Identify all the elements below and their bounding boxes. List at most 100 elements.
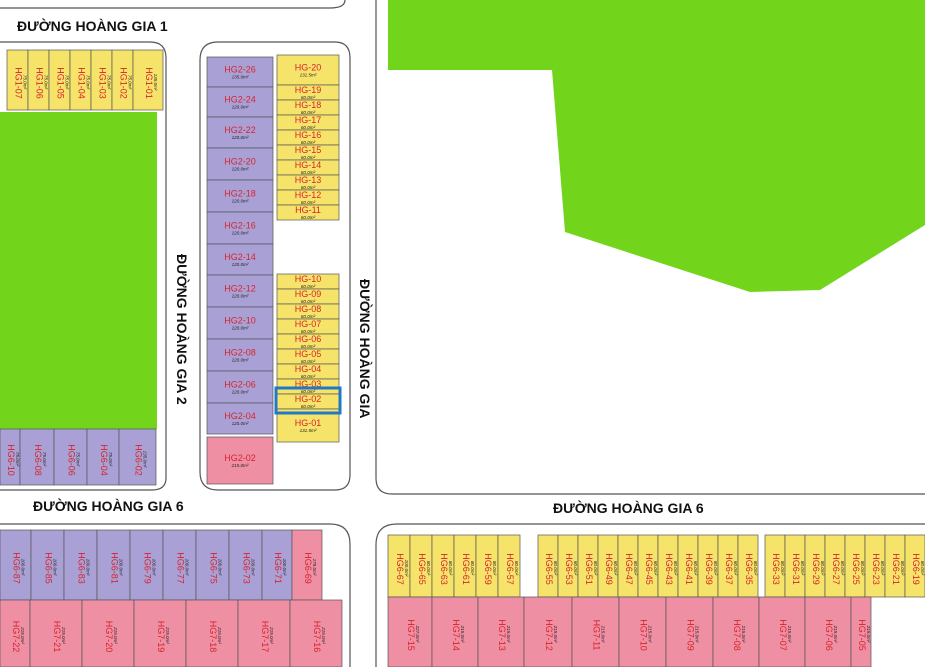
lot-code: HG6-81 <box>110 552 120 584</box>
lot-area: 80.0m² <box>426 561 431 576</box>
lot-code: HG7-13 <box>497 619 507 651</box>
lot-area: 120.0m² <box>232 262 249 267</box>
